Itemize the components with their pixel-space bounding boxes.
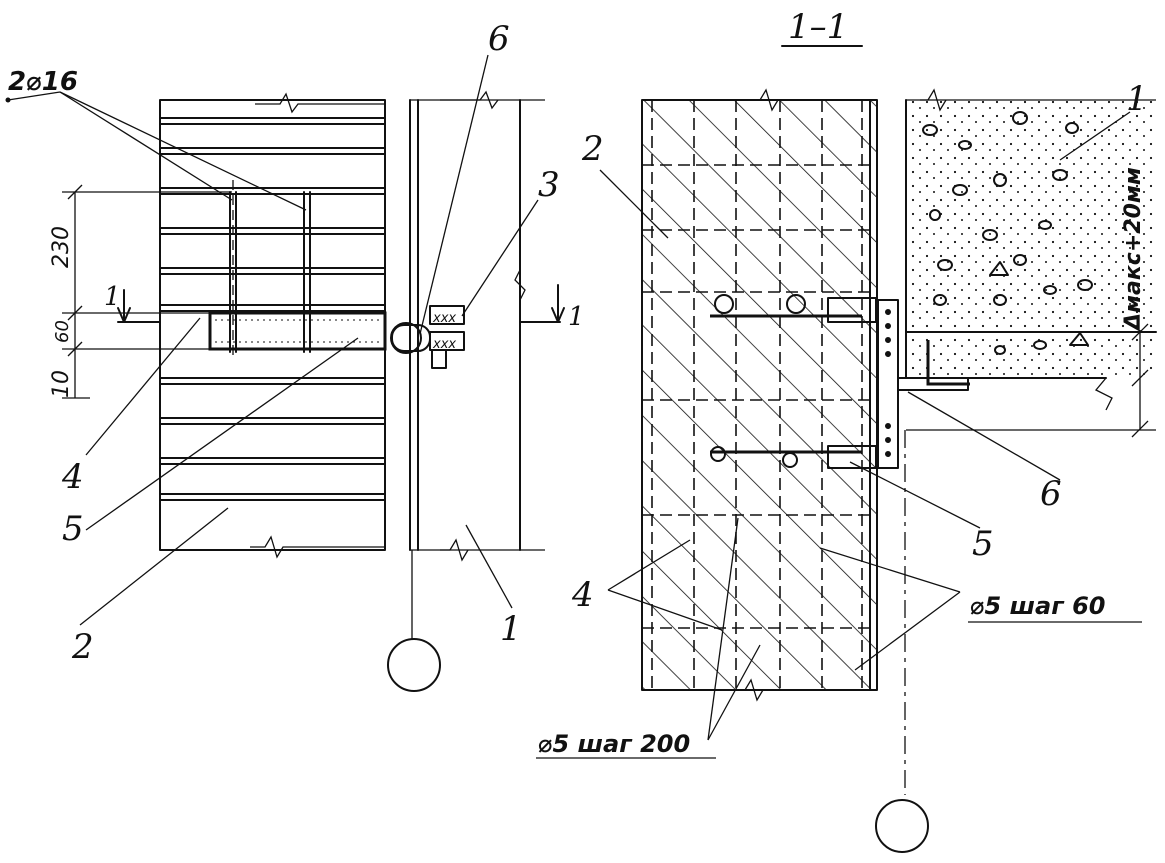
dim-10: 10 [49, 370, 74, 398]
concrete-column [906, 100, 1156, 378]
left-elevation: xxx xxx 230 60 10 1 1 [5, 19, 585, 692]
dim-230: 230 [49, 226, 74, 268]
dimension-chain [62, 184, 232, 399]
callout-5-right: 5 [972, 524, 994, 564]
concrete-aggregate [922, 111, 1093, 355]
section-mark-left: 1 [104, 282, 121, 312]
svg-text:xxx: xxx [432, 337, 456, 352]
mesh-lines [642, 100, 877, 690]
callout-5-left: 5 [62, 509, 84, 549]
rebar-note-2d16: 2⌀16 [8, 67, 78, 97]
leaders-left [7, 54, 539, 626]
callout-2-right: 2 [581, 129, 604, 169]
rebar-note-step60: ⌀5 шаг 60 [970, 592, 1105, 620]
axis-bubble-left [387, 638, 441, 692]
callout-1-right: 1 [1126, 79, 1148, 119]
section-mark-right: 1 [568, 302, 585, 332]
section-cut-right [519, 284, 565, 323]
leaders-right [536, 111, 1142, 759]
break-mark-top [255, 92, 385, 114]
callout-4-right: 4 [571, 575, 594, 615]
embedded-plate [208, 311, 387, 351]
gap-note: Δмакс+20мм [1121, 167, 1146, 332]
section-1-1: 1–1 [536, 7, 1157, 853]
brick-courses [159, 117, 386, 501]
dim-60: 60 [52, 320, 73, 343]
section-cut-left [117, 289, 161, 323]
callout-6-right: 6 [1040, 474, 1062, 514]
rebar-note-step200: ⌀5 шаг 200 [538, 730, 690, 758]
masonry-hatch [642, 100, 877, 690]
callout-6-left: 6 [488, 19, 510, 59]
weld-dots [885, 309, 891, 457]
callout-3: 3 [538, 165, 560, 205]
anchor-bracket [897, 377, 969, 391]
anchor-bars [710, 314, 862, 454]
bolt-plate-top [429, 305, 465, 325]
break-mark-bottom [250, 535, 385, 559]
callout-1-left: 1 [500, 609, 522, 649]
vertical-rebars [229, 191, 311, 353]
section-title: 1–1 [788, 7, 848, 47]
callout-4-left: 4 [61, 457, 84, 497]
callout-2-left: 2 [71, 627, 94, 667]
gap-dimension [1131, 323, 1149, 438]
svg-text:xxx: xxx [432, 311, 456, 326]
axis-bubble-right [875, 799, 929, 853]
